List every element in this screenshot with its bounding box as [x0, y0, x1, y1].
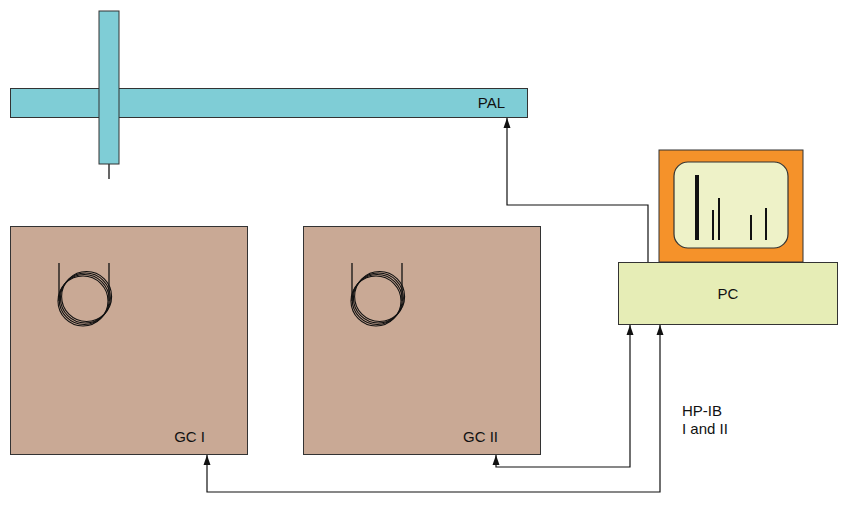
node-label: GC I — [174, 428, 205, 446]
monitor-housing — [659, 150, 803, 262]
gc-oven: GC I — [10, 226, 248, 455]
chromatogram-peaks — [697, 175, 766, 240]
pc-box: PC — [618, 262, 838, 325]
node-label: PC — [718, 285, 739, 303]
column-coil — [11, 227, 151, 347]
node-label: GC II — [463, 428, 498, 446]
monitor-screen — [674, 162, 788, 248]
sampler-arm — [98, 10, 120, 182]
bus-label: HP-IB I and II — [682, 402, 728, 438]
column-coil — [304, 227, 444, 347]
autosampler-rail: PAL — [10, 88, 528, 118]
gc-oven: GC II — [303, 226, 541, 455]
node-label: PAL — [478, 94, 505, 112]
